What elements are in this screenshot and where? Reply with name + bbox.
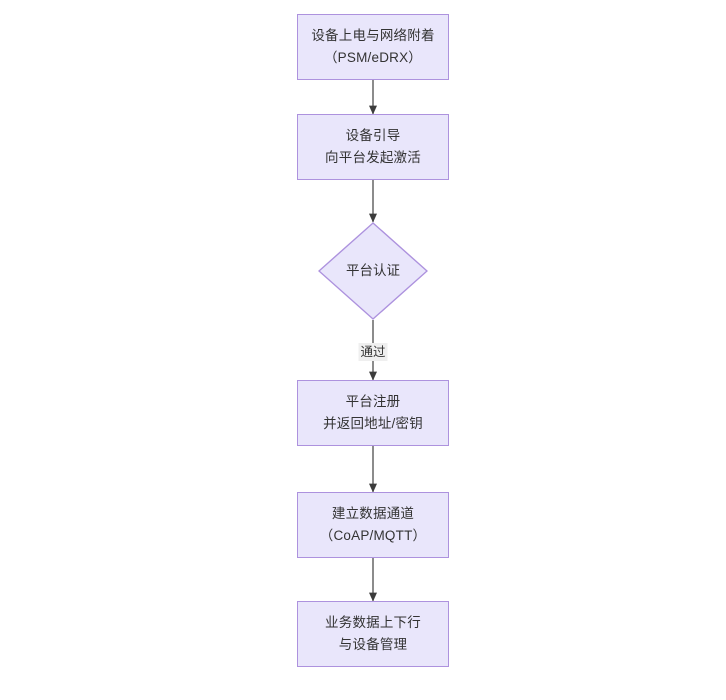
flow-node-n2[interactable]: 设备引导 向平台发起激活 <box>297 114 449 180</box>
diamond-shape-n3 <box>318 222 428 320</box>
flow-node-label: 建立数据通道 （CoAP/MQTT） <box>319 506 427 543</box>
flow-node-n1[interactable]: 设备上电与网络附着 （PSM/eDRX） <box>297 14 449 80</box>
flow-node-label: 设备引导 向平台发起激活 <box>325 128 421 165</box>
flow-node-label: 平台认证 <box>346 263 400 278</box>
flow-node-n4[interactable]: 平台注册 并返回地址/密钥 <box>297 380 449 446</box>
flow-node-n3[interactable]: 平台认证 <box>318 222 428 320</box>
flow-node-n5[interactable]: 建立数据通道 （CoAP/MQTT） <box>297 492 449 558</box>
flow-node-label: 设备上电与网络附着 （PSM/eDRX） <box>311 28 435 65</box>
flow-node-label: 业务数据上下行 与设备管理 <box>325 615 421 652</box>
flow-node-n6[interactable]: 业务数据上下行 与设备管理 <box>297 601 449 667</box>
flow-edge-label-e3: 通过 <box>358 343 388 361</box>
flow-node-label: 平台注册 并返回地址/密钥 <box>323 394 423 431</box>
